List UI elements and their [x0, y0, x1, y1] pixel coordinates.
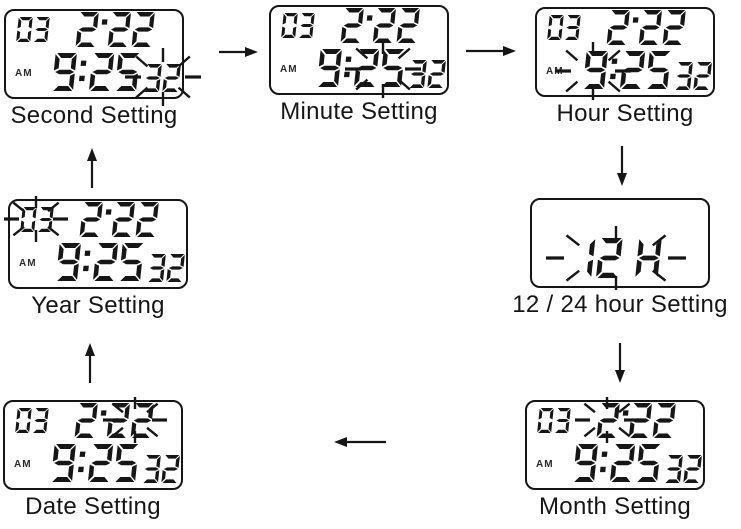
year-digits — [546, 15, 584, 40]
panel-label: Hour Setting — [556, 100, 694, 127]
month-date-digits — [339, 8, 424, 43]
month-date-digits — [78, 202, 163, 237]
arrow-second-to-minute — [219, 47, 258, 57]
lcd-display: AM — [525, 397, 706, 490]
time-digits — [54, 243, 149, 281]
month-date-digits — [74, 12, 159, 47]
seconds-digits — [142, 64, 185, 92]
arrow-mode-to-month — [615, 343, 625, 383]
year-digits — [15, 17, 53, 42]
month-setting-panel: AM Month Setting — [525, 397, 706, 520]
panel-label: 12 / 24 hour Setting — [512, 291, 728, 318]
panel-label: Second Setting — [10, 102, 178, 129]
seconds-digits — [673, 62, 716, 90]
second-setting-panel: AM Second Setting — [4, 9, 201, 129]
year-digits — [536, 408, 574, 433]
seconds-digits — [146, 254, 189, 282]
year-digits — [19, 207, 57, 232]
lcd-display: AM — [269, 5, 450, 98]
panel-label: Minute Setting — [280, 98, 438, 125]
seconds-digits — [141, 455, 184, 483]
panel-label: Year Setting — [31, 292, 165, 319]
hour-mode-setting-panel: 12 / 24 hour Setting — [512, 198, 727, 318]
date-setting-panel: AM Date Setting — [3, 397, 184, 520]
time-digits — [49, 444, 144, 482]
panel-label: Month Setting — [539, 493, 691, 520]
month-date-digits — [605, 10, 690, 45]
hour-setting-panel: AM Hour Setting — [535, 7, 716, 127]
month-date-digits — [73, 403, 158, 438]
arrow-minute-to-hour — [466, 46, 516, 56]
lcd-display: AM — [3, 397, 184, 490]
minute-setting-panel: AM Minute Setting — [269, 5, 450, 125]
am-indicator: AM — [19, 258, 37, 269]
seconds-digits — [663, 455, 706, 483]
year-digits — [14, 408, 52, 433]
lcd-display: AM — [4, 9, 201, 106]
hour-mode-digits — [567, 238, 667, 278]
time-digits — [315, 49, 410, 87]
am-indicator: AM — [536, 459, 554, 470]
am-indicator: AM — [280, 64, 298, 75]
am-indicator: AM — [15, 68, 33, 79]
arrow-hour-to-mode — [617, 146, 627, 186]
year-digits — [280, 13, 318, 38]
lcd-display: AM — [4, 196, 189, 289]
time-digits — [50, 53, 145, 91]
am-indicator: AM — [14, 459, 32, 470]
lcd-display — [530, 198, 710, 290]
arrow-year-to-second — [87, 148, 97, 188]
arrow-month-to-date — [334, 437, 386, 447]
am-indicator: AM — [546, 66, 564, 77]
lcd-display: AM — [535, 7, 716, 100]
time-digits — [581, 51, 676, 89]
month-date-digits — [595, 403, 680, 438]
year-setting-panel: AM Year Setting — [4, 196, 189, 319]
arrow-date-to-year — [85, 343, 95, 383]
seconds-digits — [407, 60, 450, 88]
panel-label: Date Setting — [25, 493, 161, 520]
time-digits — [571, 444, 666, 482]
